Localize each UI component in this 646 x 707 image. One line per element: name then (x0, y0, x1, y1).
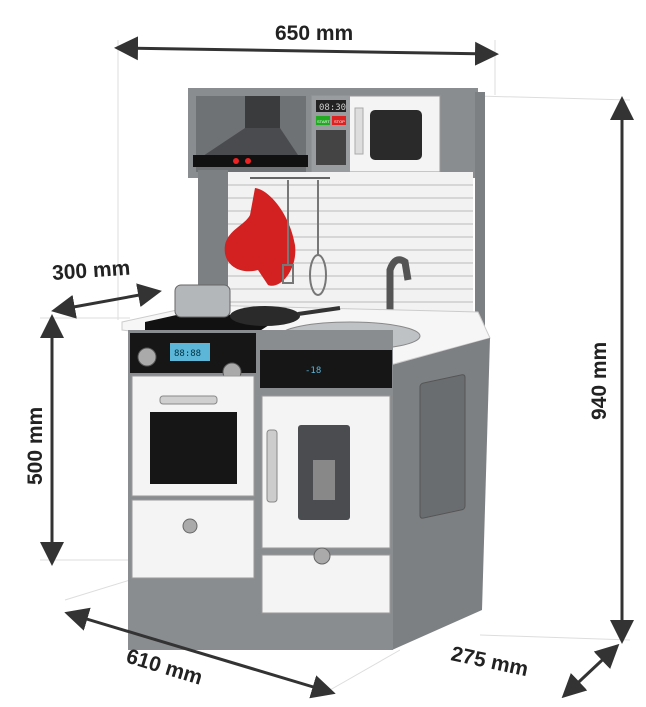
fridge-display: -18 (305, 366, 321, 376)
oven: 88:88 (130, 333, 256, 579)
oven-mitt (224, 188, 296, 286)
fridge: -18 (260, 350, 392, 614)
depth-top-arrow (51, 283, 162, 319)
total-height-label: 940 mm (588, 342, 611, 420)
microwave-stop-label: STOP (334, 119, 345, 124)
microwave-start-label: START (317, 119, 330, 124)
width-top-label: 650 mm (275, 22, 353, 45)
dimension-arrows (40, 36, 634, 699)
depth-bottom-label: 275 mm (449, 642, 530, 681)
range-hood (193, 96, 308, 167)
depth-bottom-arrow (561, 643, 620, 699)
side-door (419, 374, 466, 519)
oven-display: 88:88 (174, 349, 201, 359)
counter-height-label: 500 mm (24, 407, 47, 485)
microwave: 08:30 START STOP (311, 95, 441, 173)
hanging-utensils (282, 180, 327, 296)
width-bottom-arrow (64, 607, 336, 699)
depth-top-label: 300 mm (51, 257, 131, 285)
width-top-arrow (114, 36, 499, 66)
microwave-clock: 08:30 (319, 103, 346, 113)
stove-top (145, 284, 341, 334)
faucet (386, 256, 412, 318)
